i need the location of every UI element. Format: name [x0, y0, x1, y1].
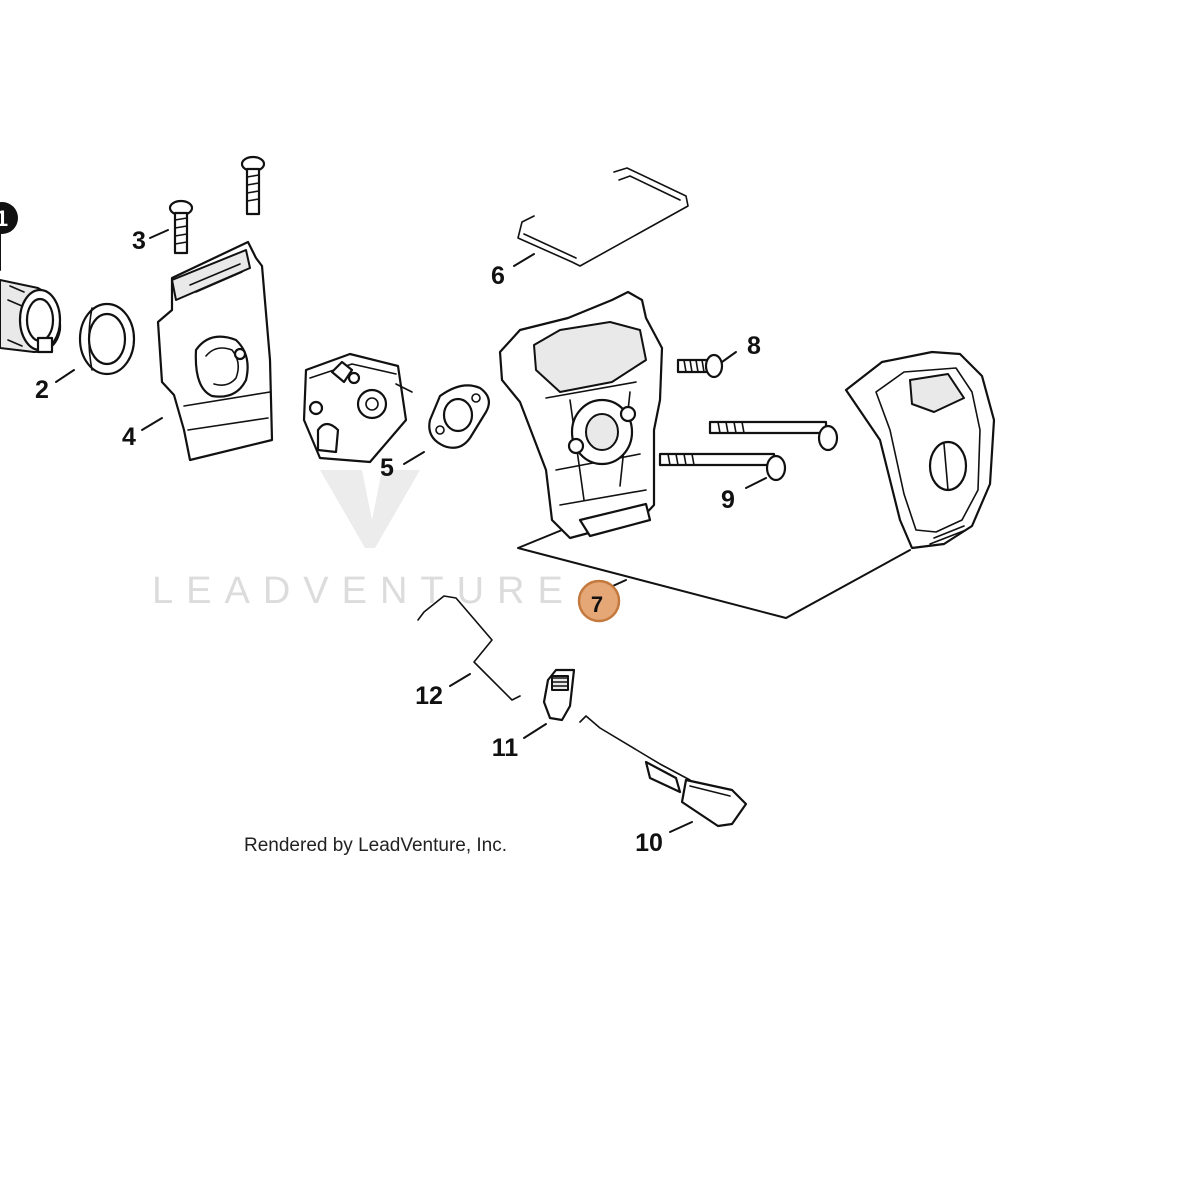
- part-8-screw: [676, 353, 724, 379]
- watermark-text: LEADVENTURE: [152, 570, 576, 612]
- carburetor: [302, 352, 413, 464]
- callout-1[interactable]: 1: [0, 202, 18, 234]
- part-5-gasket: [428, 384, 491, 449]
- part-2-ring: [78, 302, 136, 376]
- callout-4[interactable]: 4: [122, 423, 136, 451]
- part-12-choke-wire: [417, 595, 521, 701]
- callout-12[interactable]: 12: [415, 682, 443, 710]
- callout-7[interactable]: 7: [577, 579, 621, 623]
- callout-8[interactable]: 8: [747, 332, 761, 360]
- watermark-logo: LEADVENTURE: [152, 470, 576, 612]
- part-10-choke-lever: [579, 715, 748, 828]
- part-9-bolts: [658, 420, 839, 482]
- part-11-clip: [542, 668, 576, 722]
- callout-6[interactable]: 6: [491, 262, 505, 290]
- credit-text: Rendered by LeadVenture, Inc.: [244, 835, 507, 856]
- callout-5[interactable]: 5: [380, 454, 394, 482]
- part-6-wire-retainer: [517, 167, 689, 267]
- part-4-flange: [156, 240, 274, 462]
- callout-7-highlight: [577, 579, 621, 623]
- callout-10[interactable]: 10: [635, 829, 663, 857]
- callout-11[interactable]: 11: [492, 734, 519, 762]
- callout-7-label: 7: [591, 592, 603, 617]
- callout-2[interactable]: 2: [35, 376, 49, 404]
- part-3-screws: [168, 155, 266, 255]
- callout-9[interactable]: 9: [721, 486, 735, 514]
- callout-1-label: 1: [0, 206, 8, 231]
- callout-3[interactable]: 3: [132, 227, 146, 255]
- part-7-filter-base: [498, 290, 664, 540]
- part-1-intake-elbow: [0, 279, 62, 354]
- leader-lines: [0, 227, 767, 833]
- part-7-bracket: [517, 529, 911, 620]
- filter-cover: [844, 350, 996, 550]
